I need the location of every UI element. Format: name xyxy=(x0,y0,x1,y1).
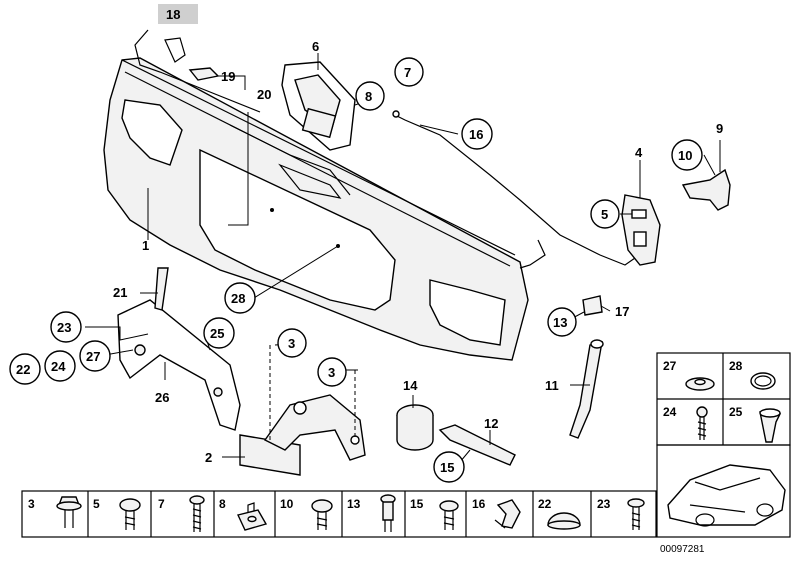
svg-text:15: 15 xyxy=(440,460,454,475)
svg-text:8: 8 xyxy=(365,89,372,104)
svg-text:10: 10 xyxy=(678,148,692,163)
svg-text:3: 3 xyxy=(328,365,335,380)
tailgate-panel xyxy=(103,57,529,361)
grid-label-28: 28 xyxy=(729,359,743,373)
oval-head-screw-icon xyxy=(119,498,141,530)
clip-17 xyxy=(582,295,603,316)
mounting-plate xyxy=(117,299,241,431)
bubble-15: 15 xyxy=(433,451,465,483)
callout-21: 21 xyxy=(113,285,127,300)
callout-18: 18 xyxy=(166,7,180,22)
rod xyxy=(438,424,516,466)
grid-label-27: 27 xyxy=(663,359,677,373)
bubble-24: 24 xyxy=(44,350,76,382)
side-grid: 27 28 24 25 xyxy=(656,352,791,538)
callout-26: 26 xyxy=(155,390,169,405)
bubble-3a: 3 xyxy=(277,328,307,358)
strip-label-13: 13 xyxy=(347,497,361,511)
callout-11: 11 xyxy=(545,378,559,393)
callout-14: 14 xyxy=(403,378,418,393)
latch xyxy=(621,194,661,266)
diagram-code: 00097281 xyxy=(660,544,705,555)
bubble-25: 25 xyxy=(203,317,235,349)
svg-text:7: 7 xyxy=(404,65,411,80)
strip-label-16: 16 xyxy=(472,497,486,511)
bubble-16: 16 xyxy=(461,118,493,150)
callout-19: 19 xyxy=(221,69,235,84)
callout-12: 12 xyxy=(484,416,498,431)
strip-label-10: 10 xyxy=(280,497,294,511)
callout-4: 4 xyxy=(635,145,643,160)
bubble-10: 10 xyxy=(671,139,703,171)
shoulder-bolt-icon xyxy=(380,494,396,532)
rubber-strip xyxy=(154,267,169,311)
bubble-7: 7 xyxy=(394,57,424,87)
callout-9: 9 xyxy=(716,121,723,136)
strip-label-3: 3 xyxy=(28,497,35,511)
gas-strut xyxy=(569,339,604,439)
self-tapping-screw-icon xyxy=(627,498,645,530)
hinge-bracket xyxy=(239,394,366,476)
bubble-22: 22 xyxy=(9,353,41,385)
bubble-3b: 3 xyxy=(317,357,347,387)
grid-label-24: 24 xyxy=(663,405,677,419)
svg-text:25: 25 xyxy=(210,326,224,341)
bubble-5: 5 xyxy=(590,199,620,229)
striker xyxy=(681,168,731,211)
svg-text:28: 28 xyxy=(231,291,245,306)
callout-1: 1 xyxy=(142,238,149,253)
lock-assembly xyxy=(281,61,356,151)
screw-icon xyxy=(696,406,708,418)
svg-text:3: 3 xyxy=(288,336,295,351)
fastener-strip: 3 5 7 8 10 13 15 16 22 23 xyxy=(21,490,657,538)
strip-label-23: 23 xyxy=(597,497,611,511)
long-screw-icon xyxy=(189,495,205,532)
plug-cap-icon xyxy=(547,512,581,530)
svg-text:24: 24 xyxy=(51,359,66,374)
strip-label-15: 15 xyxy=(410,497,424,511)
highlight-box xyxy=(158,4,198,24)
pan-screw-icon xyxy=(439,500,459,530)
strip-label-8: 8 xyxy=(219,497,226,511)
seal-strip-end xyxy=(164,37,186,63)
callout-20: 20 xyxy=(257,87,271,102)
grid-label-25: 25 xyxy=(729,405,743,419)
bubble-28: 28 xyxy=(224,282,256,314)
clip-19 xyxy=(188,67,220,81)
callout-6: 6 xyxy=(312,39,319,54)
flange-bolt-icon xyxy=(56,496,82,528)
callout-17: 17 xyxy=(615,304,629,319)
svg-text:13: 13 xyxy=(553,315,567,330)
bubble-23: 23 xyxy=(50,311,82,343)
bowden-cable xyxy=(394,114,636,266)
bubble-27: 27 xyxy=(79,340,111,372)
svg-text:27: 27 xyxy=(86,349,100,364)
bubble-13: 13 xyxy=(547,307,577,337)
callout-2: 2 xyxy=(205,450,212,465)
svg-text:23: 23 xyxy=(57,320,71,335)
svg-text:16: 16 xyxy=(469,127,483,142)
svg-text:22: 22 xyxy=(16,362,30,377)
bushing xyxy=(396,404,434,451)
svg-text:5: 5 xyxy=(601,207,608,222)
speed-nut-icon xyxy=(237,502,268,531)
strip-label-5: 5 xyxy=(93,497,100,511)
strip-label-22: 22 xyxy=(538,497,552,511)
cable-clip-icon xyxy=(494,499,521,529)
car-thumbnail-icon xyxy=(667,464,786,527)
bubble-8: 8 xyxy=(355,81,385,111)
seal-strip xyxy=(134,29,261,113)
strip-label-7: 7 xyxy=(158,497,165,511)
hex-screw-icon xyxy=(311,499,333,530)
